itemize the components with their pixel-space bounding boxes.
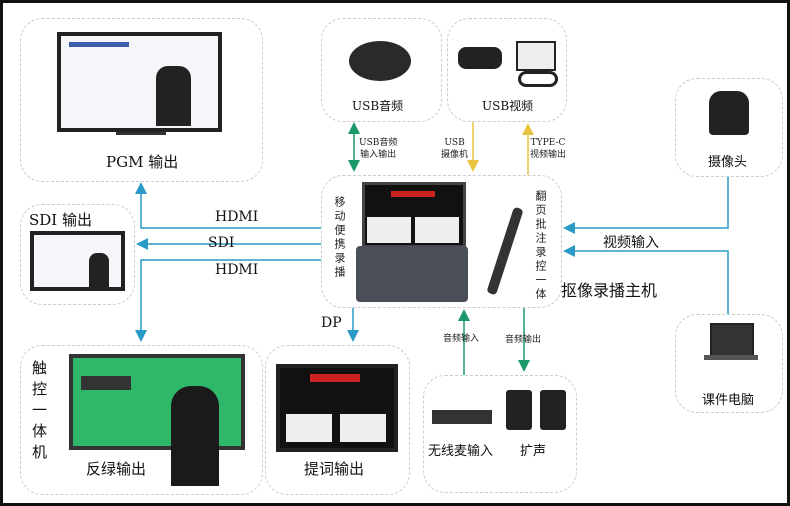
laptop-label: 课件电脑 xyxy=(702,393,755,408)
usb-audio-node: USB音频 xyxy=(321,18,442,122)
green-output-label: 反绿输出 xyxy=(86,460,147,478)
mic-label: 无线麦输入 xyxy=(428,444,494,459)
laptop-screen-icon xyxy=(516,41,556,71)
laptop-line xyxy=(563,245,729,314)
wireless-mic-icon xyxy=(432,410,492,424)
hdmi-pgm-label: HDMI xyxy=(215,209,259,225)
camera-label: 摄像头 xyxy=(708,155,748,170)
dp-label: DP xyxy=(321,315,342,331)
hdmi-touch-label: HDMI xyxy=(215,262,259,278)
usb-video-label: USB视频 xyxy=(482,99,534,113)
camera-node: 摄像头 xyxy=(675,78,783,177)
sdi-output-node: SDI 输出 xyxy=(20,204,135,305)
speakerphone-icon xyxy=(349,41,411,81)
sdi-label: SDI 输出 xyxy=(29,211,92,229)
prompter-screen xyxy=(276,364,398,452)
sdi-link-label: SDI xyxy=(208,235,235,251)
laptop-icon xyxy=(710,323,754,357)
main-host-node: 移动便携录播 翻页批注录控一体 xyxy=(321,175,562,308)
host-keyboard xyxy=(356,246,468,302)
audio-out-label: 音频输出 xyxy=(505,335,542,345)
webcam-icon xyxy=(458,47,502,69)
video-input-label: 视频输入 xyxy=(603,235,659,251)
speaker-icon xyxy=(506,390,532,430)
ptz-camera-icon xyxy=(709,91,749,135)
sdi-monitor xyxy=(30,231,125,291)
hdmi-pgm-line xyxy=(135,182,321,229)
usb-audio-io-label: USB音频输入输出 xyxy=(359,138,398,160)
main-host-label: 抠像录播主机 xyxy=(561,281,658,300)
speaker-icon xyxy=(540,390,566,430)
prompter-label: 提词输出 xyxy=(304,460,365,478)
hdmi-touch-line xyxy=(135,259,321,342)
host-screen xyxy=(362,182,466,248)
usb-video-node: USB视频 xyxy=(447,18,567,122)
speaker-label: 扩声 xyxy=(520,444,547,459)
presenter-figure xyxy=(171,386,219,486)
main-right-text: 翻页批注录控一体 xyxy=(534,190,547,302)
touch-label: 触控一体机 xyxy=(30,360,48,465)
pgm-label: PGM 输出 xyxy=(106,153,179,171)
connection-lines xyxy=(135,121,729,375)
usb-audio-label: USB音频 xyxy=(352,99,404,113)
pgm-monitor xyxy=(57,32,222,132)
touch-display-node: 触控一体机 反绿输出 xyxy=(20,345,263,495)
laptop-node: 课件电脑 xyxy=(675,314,783,413)
main-left-text: 移动便携录播 xyxy=(333,196,346,280)
cable-icon xyxy=(518,71,558,87)
camera-line xyxy=(563,175,729,234)
audio-devices-node: 无线麦输入 扩声 xyxy=(423,375,577,493)
audio-in-label: 音频输入 xyxy=(443,334,480,344)
pgm-output-node: PGM 输出 xyxy=(20,18,263,182)
remote-pen-icon xyxy=(486,206,524,296)
prompter-node: 提词输出 xyxy=(265,345,410,495)
